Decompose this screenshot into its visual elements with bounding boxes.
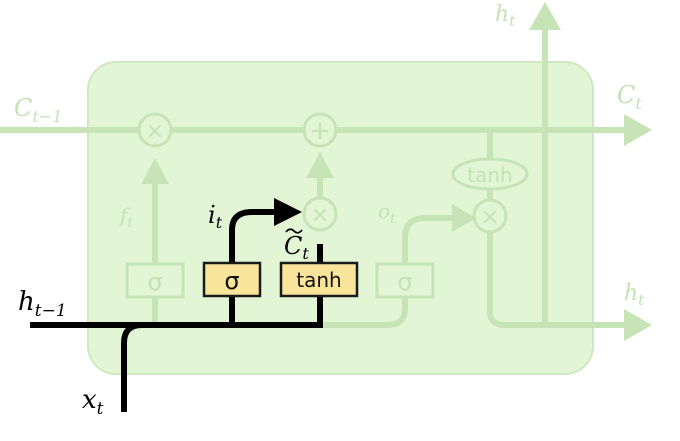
forget-gate-arrowhead — [141, 158, 169, 184]
x-input-label: xt — [82, 385, 104, 419]
forget-multiply-symbol: × — [146, 119, 164, 144]
output-gate-path — [320, 298, 408, 328]
input-gate-label: it — [208, 201, 223, 232]
tilde-mark — [285, 228, 303, 234]
output-gate-label: ot — [378, 199, 396, 227]
forget-sigma-layer — [125, 262, 185, 299]
h-top-label: ht — [495, 2, 516, 30]
candidate-tanh-layer — [279, 261, 359, 298]
c-prev-label: Ct−1 — [14, 94, 62, 126]
c-tilde-label-group: Ct — [284, 228, 309, 263]
h-right-label: ht — [624, 281, 645, 309]
forget-sigma-label: σ — [147, 268, 162, 296]
input-x-path — [121, 322, 143, 412]
cell-state-arrowhead — [624, 114, 652, 146]
input-sigma-label: σ — [224, 267, 239, 295]
faded-arrowheads — [141, 2, 652, 341]
input-multiply-op — [302, 196, 338, 232]
h-prev-label: ht−1 — [18, 287, 67, 321]
tanh-op-label: tanh — [467, 163, 512, 187]
output-multiply-symbol: × — [481, 205, 499, 230]
output-sigma-label: σ — [397, 268, 412, 296]
output-hidden-path — [487, 232, 628, 328]
faded-layers: σ σ — [125, 262, 435, 299]
add-symbol: + — [309, 116, 331, 146]
c-tilde-label: Ct — [284, 232, 309, 263]
output-multiply-op — [472, 198, 508, 234]
output-gate-arrowhead — [452, 204, 476, 232]
input-multiply-group: × — [302, 196, 338, 232]
hidden-up-arrowhead — [529, 2, 561, 30]
c-next-label: Ct — [617, 81, 642, 113]
active-layers: σ tanh — [202, 261, 359, 298]
candidate-tanh-label: tanh — [296, 268, 341, 292]
output-to-multiply-path — [402, 215, 456, 239]
output-sigma-layer — [375, 262, 435, 299]
input-gate-path — [229, 209, 278, 264]
tanh-op — [451, 157, 529, 191]
input-gate-arrowhead — [274, 198, 302, 226]
input-multiply-symbol: × — [311, 203, 329, 228]
candidate-arrowhead — [306, 152, 334, 178]
input-sigma-layer — [202, 261, 262, 298]
faded-ops: × + × tanh — [137, 112, 529, 234]
add-op — [302, 112, 338, 148]
hidden-right-arrowhead — [624, 309, 652, 341]
forget-multiply-op — [137, 112, 173, 148]
active-connections — [30, 209, 323, 412]
